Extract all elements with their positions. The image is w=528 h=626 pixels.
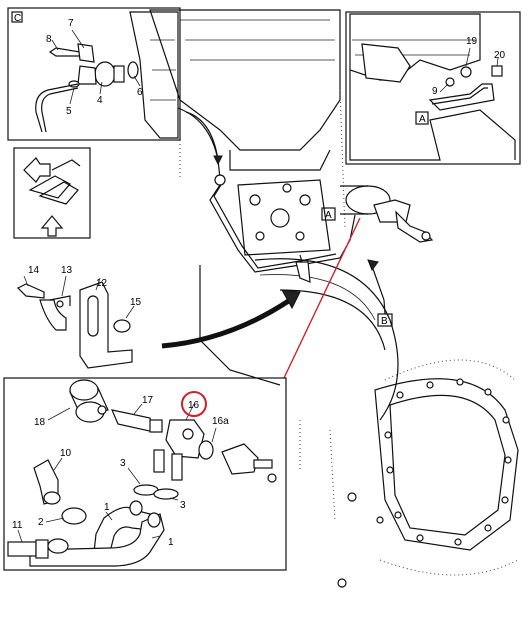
part-2-clamp bbox=[61, 507, 87, 525]
part-16a-valve bbox=[198, 440, 277, 483]
inset-a-detail: A 19 20 9 bbox=[345, 11, 521, 165]
part-label-9: 9 bbox=[432, 86, 438, 97]
inset-a-labels: 19 20 9 bbox=[432, 36, 506, 97]
part-label-10: 10 bbox=[60, 448, 72, 459]
part-label-19: 19 bbox=[466, 36, 478, 47]
part-label-3-left: 3 bbox=[120, 458, 126, 469]
part-17-connector bbox=[110, 409, 163, 433]
part-label-15: 15 bbox=[130, 297, 142, 308]
part-label-4: 4 bbox=[97, 95, 103, 106]
part-label-5: 5 bbox=[66, 106, 72, 117]
inset-a-tag: A bbox=[419, 114, 426, 125]
up-arrow-icon bbox=[40, 215, 64, 237]
part-label-14: 14 bbox=[28, 265, 40, 276]
part-label-2: 2 bbox=[38, 517, 44, 528]
part-16-banjo-block bbox=[153, 419, 205, 481]
part-label-3-right: 3 bbox=[180, 500, 186, 511]
callout-b-label: B bbox=[381, 316, 388, 327]
inset-c-labels: 7 8 4 5 6 bbox=[46, 18, 143, 117]
inset-a-tag-box bbox=[415, 111, 429, 125]
callout-a-box bbox=[321, 207, 336, 221]
inset-detail-labels: 18 17 16 16a 10 3 3 1 1 2 11 bbox=[12, 395, 229, 548]
highlight-circle-16 bbox=[181, 391, 207, 417]
part-label-16: 16 bbox=[188, 400, 200, 411]
callout-a-label: A bbox=[325, 210, 332, 221]
main-labels: 14 13 12 15 bbox=[28, 265, 142, 308]
callout-arrows: B A bbox=[161, 111, 393, 379]
inset-detail-box: 18 17 16 16a 10 3 3 1 1 2 11 bbox=[3, 377, 287, 571]
inset-c-tag-box bbox=[11, 11, 23, 23]
part-label-6: 6 bbox=[137, 87, 143, 98]
part-label-1-upper: 1 bbox=[104, 502, 110, 513]
part-1-hoses bbox=[29, 500, 165, 567]
orientation-icon bbox=[13, 147, 91, 239]
part-label-17: 17 bbox=[142, 395, 154, 406]
part-label-12: 12 bbox=[96, 278, 108, 289]
engine-block-drawing bbox=[149, 9, 519, 588]
part-label-7: 7 bbox=[68, 18, 74, 29]
part-10-hose-end bbox=[33, 459, 61, 505]
part-label-1-lower: 1 bbox=[168, 537, 174, 548]
part-label-18: 18 bbox=[34, 417, 46, 428]
part-label-11: 11 bbox=[12, 520, 23, 531]
part-label-13: 13 bbox=[61, 265, 73, 276]
part-label-20: 20 bbox=[494, 50, 506, 61]
bracket-assembly: 14 13 12 15 bbox=[16, 265, 142, 369]
part-label-8: 8 bbox=[46, 34, 52, 45]
part-label-16a: 16a bbox=[212, 416, 229, 427]
inset-c-tag: C bbox=[14, 13, 21, 24]
part-18-filter bbox=[69, 379, 109, 423]
highlight-leader-line bbox=[283, 217, 361, 379]
inset-c-detail: C 7 8 4 5 6 bbox=[7, 7, 181, 141]
